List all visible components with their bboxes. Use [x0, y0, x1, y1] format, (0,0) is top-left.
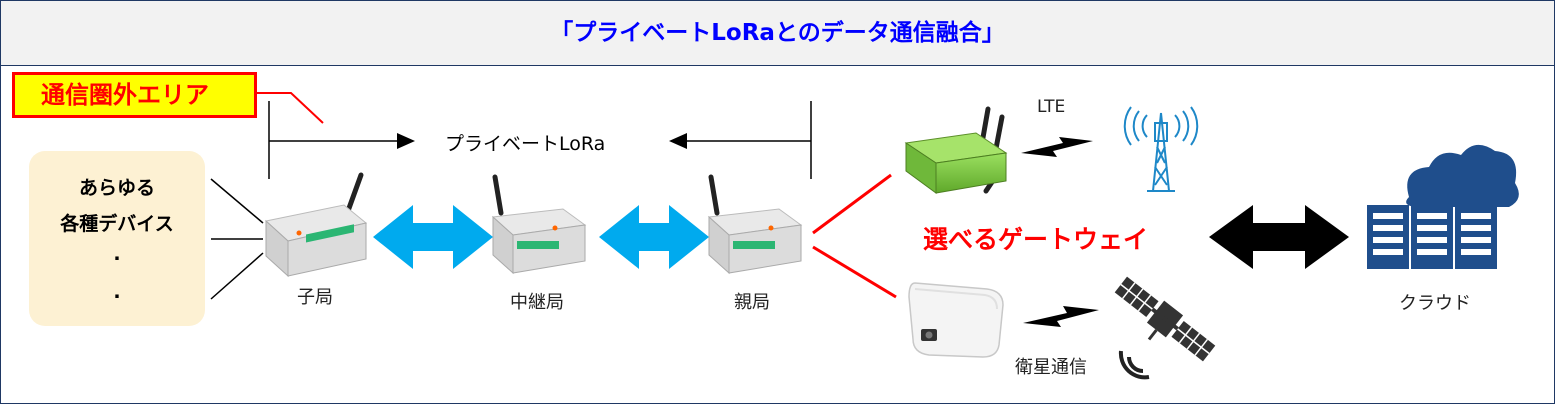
area-callout-line [257, 92, 324, 124]
selectable-gateway-label: 選べるゲートウェイ [923, 225, 1149, 254]
parent-node-label: 親局 [734, 292, 770, 313]
devices-box: あらゆる 各種デバイス . . [29, 151, 205, 326]
lte-signal-bolt [1021, 137, 1093, 157]
private-lora-label: プライベートLoRa [445, 133, 606, 155]
lora-arrow-left-head [669, 133, 687, 149]
title-bar: 「プライベートLoRaとのデータ通信融合」 [1, 1, 1554, 66]
device-line-1 [210, 178, 264, 224]
satellite-icon [1114, 276, 1216, 362]
red-line-to-satellite-gateway [812, 245, 897, 299]
blue-double-arrow-1 [373, 205, 493, 269]
black-double-arrow [1209, 205, 1349, 269]
out-of-range-area-label: 通信圏外エリア [12, 72, 257, 118]
lora-arrow-right-head [397, 133, 415, 149]
satellite-signal-waves [1118, 350, 1150, 380]
lte-gateway-device [904, 106, 1008, 194]
parent-node-device [707, 174, 803, 275]
child-node-device [264, 172, 368, 278]
devices-line-1: あらゆる [78, 177, 155, 199]
red-line-to-lte-gateway [812, 173, 892, 235]
devices-line-2: 各種デバイス [60, 213, 174, 235]
satellite-signal-bolt [1023, 306, 1099, 327]
lte-label: LTE [1037, 97, 1066, 117]
blue-double-arrow-2 [599, 205, 709, 269]
device-line-3 [210, 252, 264, 300]
relay-node-label: 中継局 [510, 292, 564, 313]
diagram-title: 「プライベートLoRaとのデータ通信融合」 [550, 20, 1005, 46]
satellite-comm-label: 衛星通信 [1015, 357, 1087, 378]
cloud-server-icon [1367, 144, 1519, 269]
satellite-gateway-device [908, 282, 1004, 358]
devices-dot-1: . [113, 243, 121, 265]
relay-node-device [491, 174, 587, 275]
child-node-label: 子局 [297, 287, 333, 308]
cell-tower-icon [1123, 106, 1199, 192]
devices-dot-2: . [113, 281, 121, 303]
cloud-label: クラウド [1399, 293, 1471, 314]
